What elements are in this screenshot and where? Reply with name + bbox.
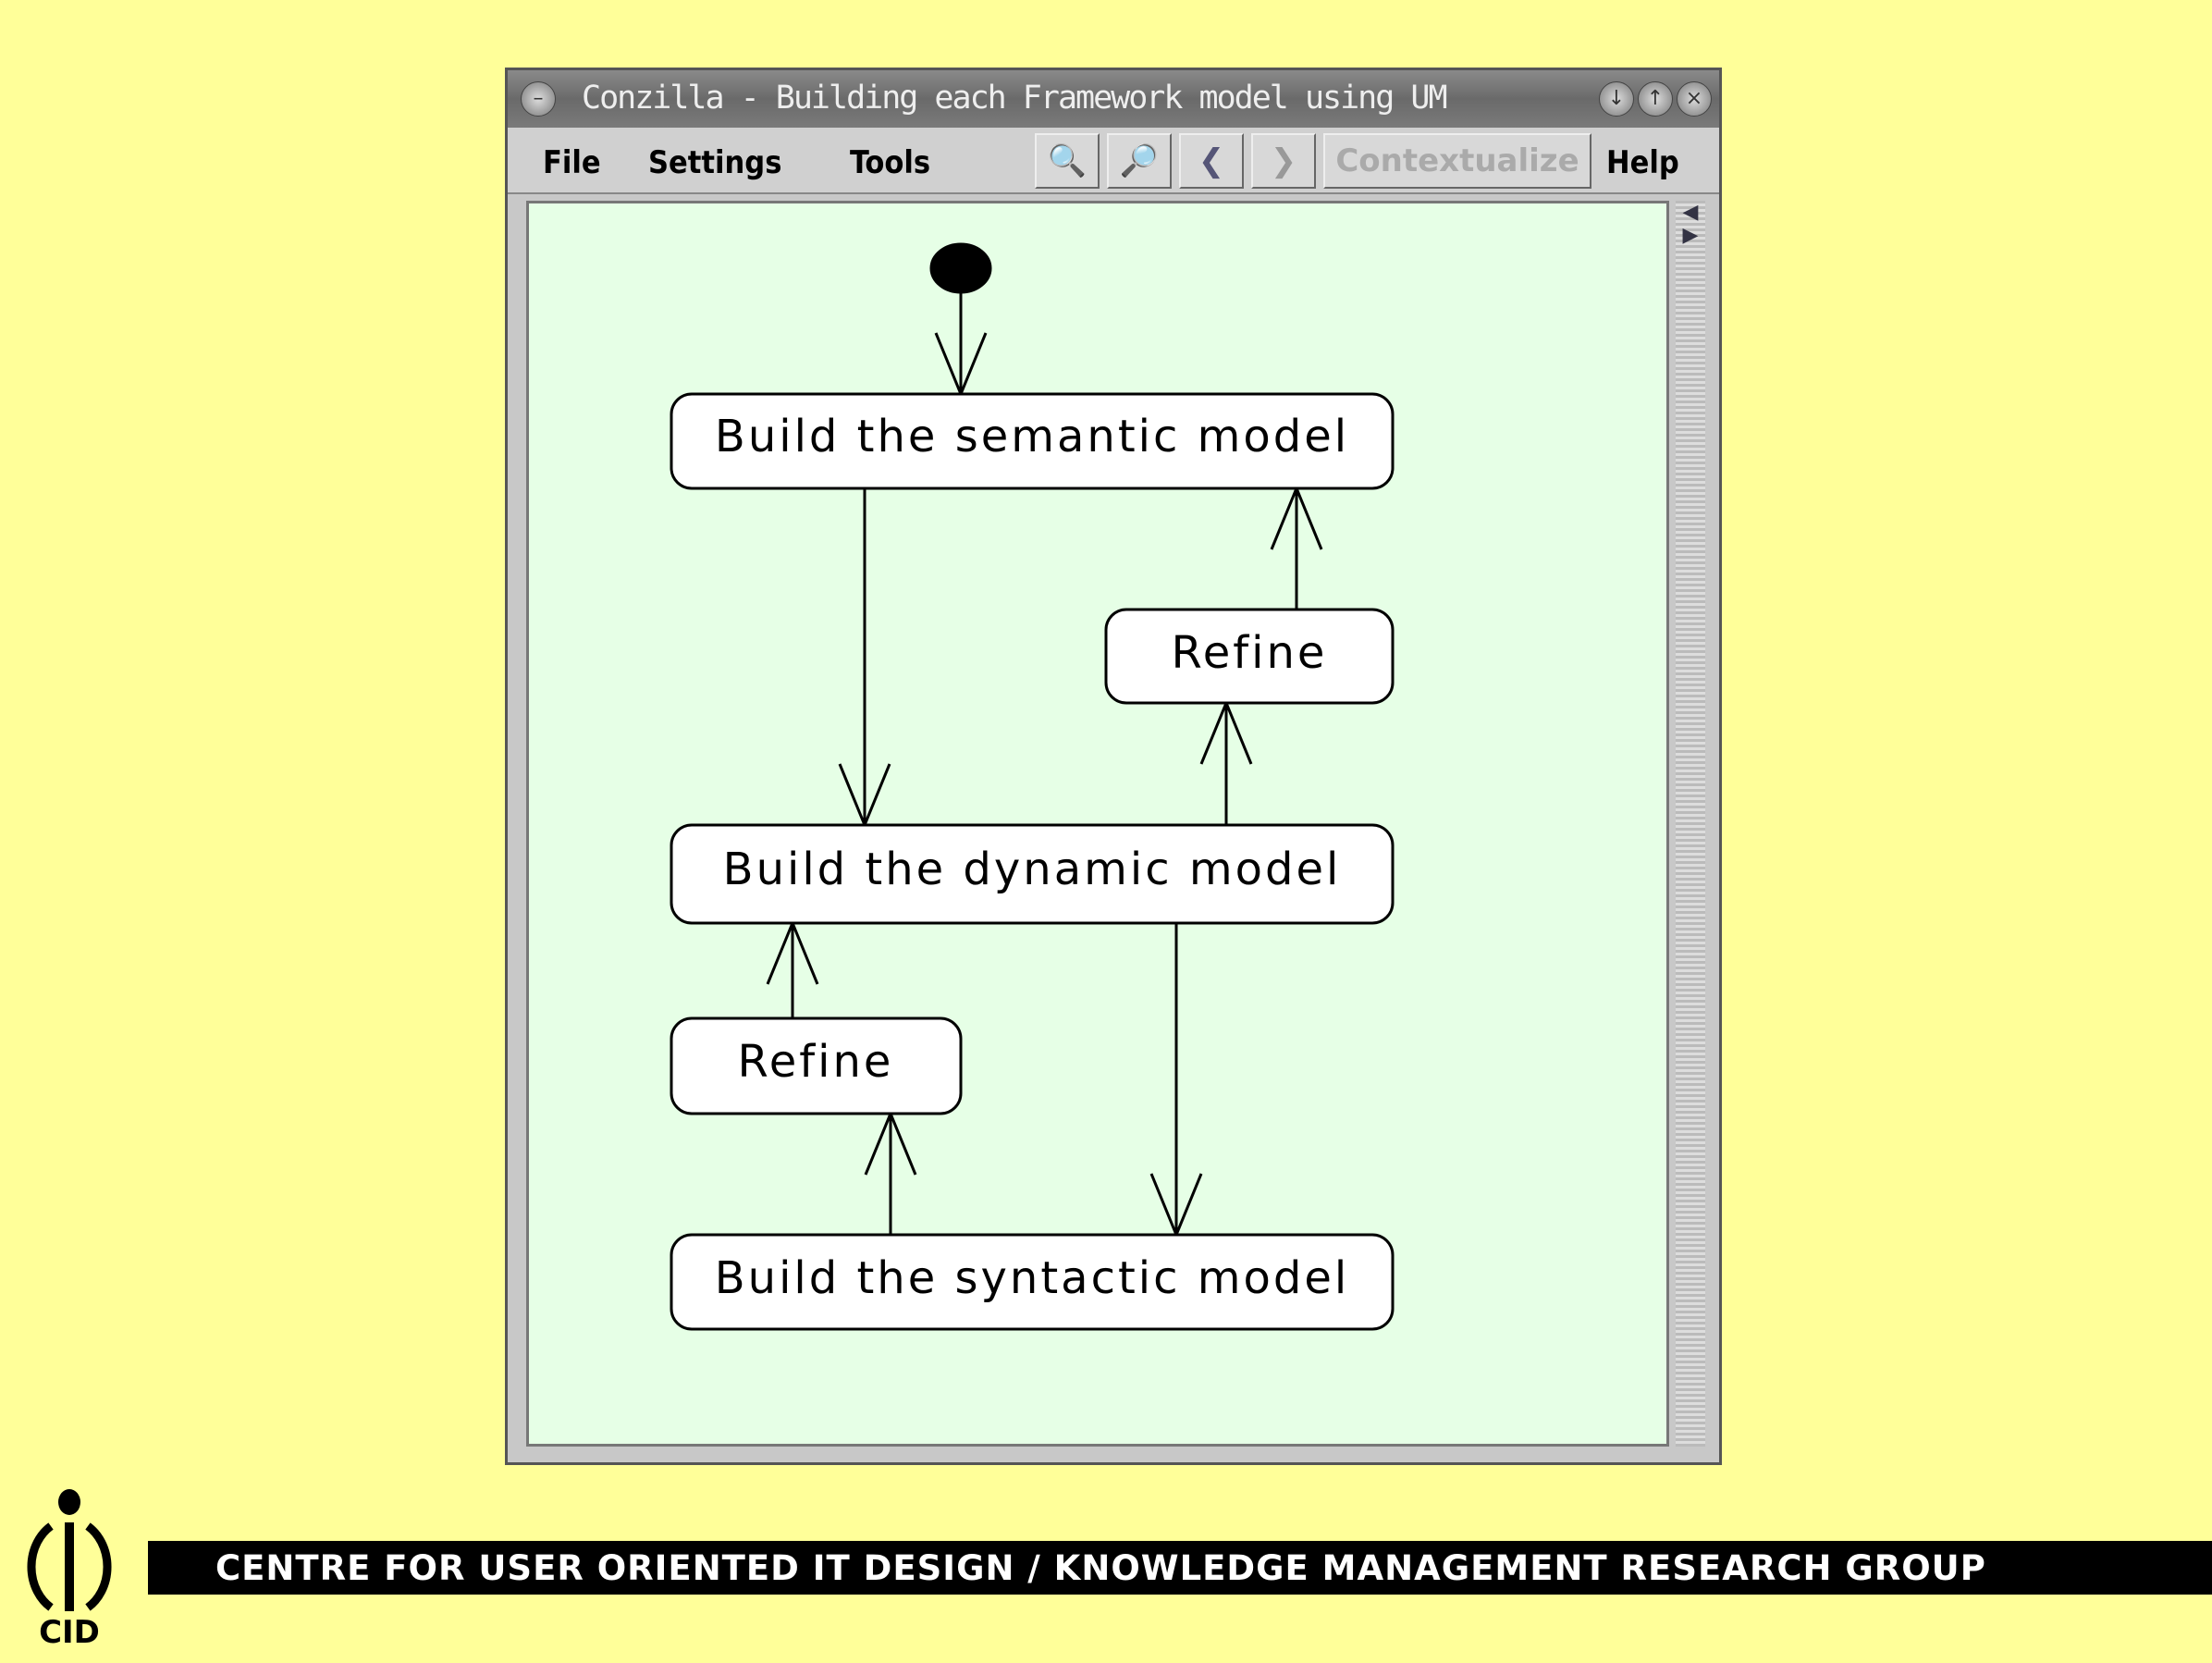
vertical-scrollbar[interactable]: ◀ ▶ [1676, 201, 1705, 1447]
back-arrow-icon: ❮ [1198, 142, 1225, 179]
footer-bar: CENTRE FOR USER ORIENTED IT DESIGN / KNO… [148, 1541, 2212, 1595]
node-dynamic-model[interactable] [670, 823, 1395, 925]
arrow-dynamic-to-syntactic [1149, 923, 1203, 1238]
window-menu-icon[interactable]: – [521, 81, 556, 117]
arrow-refine-bottom-to-dynamic [766, 919, 819, 1018]
arrow-refine-top-to-semantic [1270, 485, 1323, 610]
forward-button[interactable]: ❯ [1251, 133, 1316, 189]
window-title: Conzilla - Building each Framework model… [582, 80, 1448, 117]
zoom-in-button[interactable]: 🔍 [1035, 133, 1100, 189]
footer-text: CENTRE FOR USER ORIENTED IT DESIGN / KNO… [215, 1548, 1986, 1588]
title-bar[interactable]: – Conzilla - Building each Framework mod… [508, 70, 1719, 128]
node-semantic-model[interactable] [670, 392, 1395, 490]
node-syntactic-model[interactable] [670, 1233, 1395, 1331]
menu-tools[interactable]: Tools [850, 144, 931, 181]
arrow-dynamic-to-refine-top [1199, 699, 1253, 825]
zoom-out-button[interactable]: 🔎 [1107, 133, 1172, 189]
maximize-icon[interactable]: ↑ [1638, 81, 1673, 117]
close-icon[interactable]: × [1677, 81, 1712, 117]
label-semantic-model: Build the semantic model [715, 411, 1349, 462]
label-refine-top: Refine [1172, 627, 1328, 679]
scroll-right-icon[interactable]: ▶ [1682, 224, 1699, 247]
arrow-semantic-to-dynamic [838, 488, 891, 829]
menu-file[interactable]: File [543, 144, 601, 181]
cid-logo: CID [27, 1489, 112, 1651]
forward-arrow-icon: ❯ [1270, 142, 1297, 179]
node-refine-top[interactable] [1104, 608, 1395, 705]
menu-bar: File Settings Tools 🔍 🔎 ❮ ❯ Contextualiz… [508, 128, 1719, 194]
contextualize-button[interactable]: Contextualize [1323, 133, 1591, 189]
zoom-out-icon: 🔎 [1119, 142, 1160, 179]
label-dynamic-model: Build the dynamic model [723, 844, 1342, 895]
minimize-icon[interactable]: ↓ [1599, 81, 1634, 117]
arrow-syntactic-to-refine-bottom [864, 1110, 917, 1235]
zoom-in-icon: 🔍 [1047, 142, 1088, 179]
label-syntactic-model: Build the syntactic model [715, 1252, 1350, 1304]
back-button[interactable]: ❮ [1179, 133, 1244, 189]
logo-text: CID [39, 1614, 100, 1651]
label-refine-bottom: Refine [738, 1036, 894, 1088]
arrow-start-to-semantic [934, 283, 988, 398]
menu-settings[interactable]: Settings [648, 144, 782, 181]
scroll-left-icon[interactable]: ◀ [1682, 201, 1699, 224]
node-refine-bottom[interactable] [670, 1016, 963, 1115]
menu-help[interactable]: Help [1606, 144, 1679, 181]
